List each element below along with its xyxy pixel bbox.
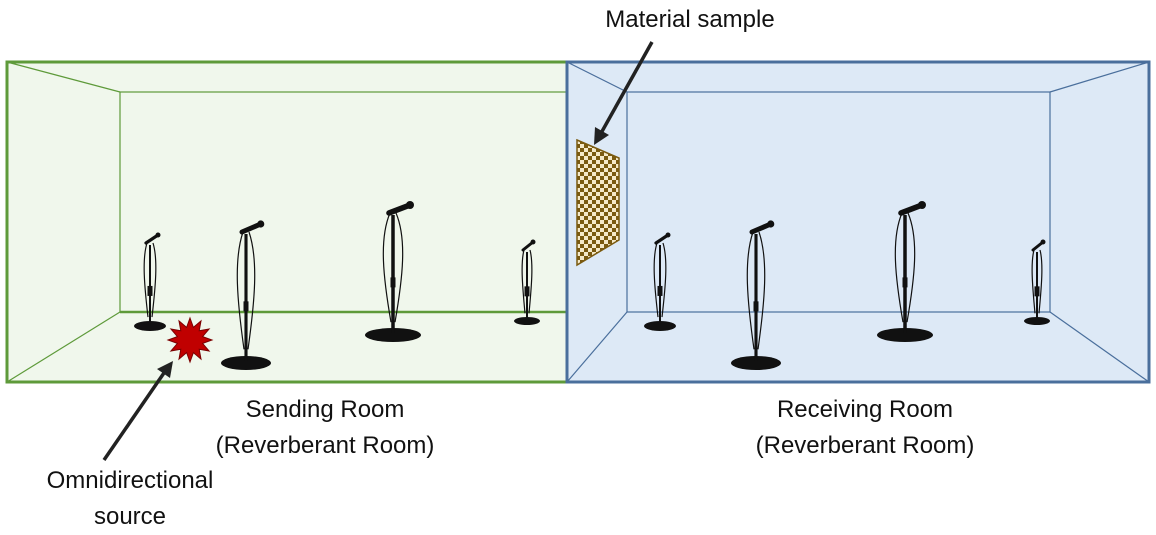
receiving-room-edge bbox=[566, 61, 628, 93]
sending-room-edge bbox=[6, 311, 121, 383]
sending-room-box bbox=[5, 60, 569, 384]
material-sample-label-text: Material sample bbox=[605, 6, 775, 33]
receiving-room-back-wall bbox=[626, 91, 1051, 313]
receiving-room-box bbox=[565, 60, 1151, 384]
receiving-room-edge bbox=[1049, 61, 1150, 93]
source-label-line2: source bbox=[93, 503, 167, 530]
sending-room-label-line2: (Reverberant Room) bbox=[215, 432, 435, 459]
microphone-stand-icon bbox=[644, 232, 676, 331]
source-label-line1: Omnidirectional bbox=[46, 467, 214, 494]
sending-room bbox=[5, 60, 569, 384]
microphone-stand-icon bbox=[877, 201, 933, 342]
source-arrowhead bbox=[157, 361, 173, 378]
source-label: Omnidirectional source bbox=[10, 463, 250, 535]
microphones bbox=[134, 201, 1050, 370]
microphone-stand-icon bbox=[134, 232, 166, 331]
receiving-room-edge bbox=[566, 311, 628, 383]
material-sample-arrowhead bbox=[594, 127, 609, 145]
receiving-room-label-line2: (Reverberant Room) bbox=[755, 432, 975, 459]
sending-room-edge bbox=[6, 61, 121, 93]
receiving-room-label: Receiving Room (Reverberant Room) bbox=[710, 392, 1020, 464]
microphone-stand-icon bbox=[731, 220, 781, 370]
microphone-stand-icon bbox=[1024, 239, 1050, 325]
arrows bbox=[102, 41, 654, 461]
material-sample-outline bbox=[576, 138, 620, 267]
sending-room-label: Sending Room (Reverberant Room) bbox=[170, 392, 480, 464]
receiving-room-label-line1: Receiving Room bbox=[776, 396, 954, 423]
material-sample-label: Material sample bbox=[560, 2, 820, 38]
microphone-stand-icon bbox=[221, 220, 271, 370]
microphone-stand-icon bbox=[514, 239, 540, 325]
source-arrow bbox=[102, 369, 168, 461]
receiving-room bbox=[565, 60, 1151, 384]
microphone-stand-icon bbox=[365, 201, 421, 342]
starburst-icon bbox=[166, 316, 214, 364]
sending-room-label-line1: Sending Room bbox=[245, 396, 405, 423]
material-sample bbox=[576, 138, 620, 267]
receiving-room-edge bbox=[1049, 311, 1150, 383]
material-sample-arrow bbox=[598, 41, 654, 136]
